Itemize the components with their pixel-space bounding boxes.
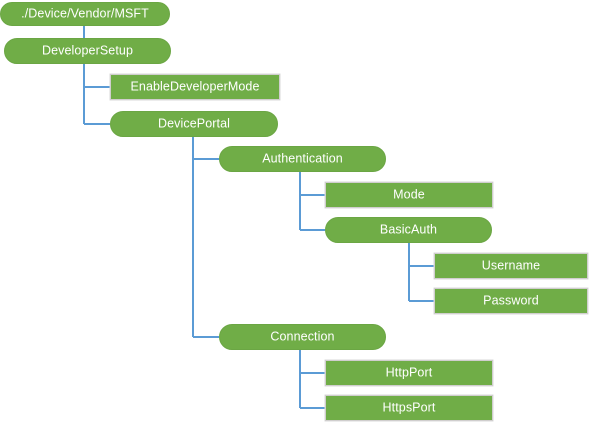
node-connection[interactable]: Connection bbox=[219, 324, 386, 350]
node-label: Username bbox=[481, 258, 541, 273]
node-label: EnableDeveloperMode bbox=[130, 79, 260, 94]
node-auth[interactable]: Authentication bbox=[219, 146, 386, 172]
edge-devsetup-to-enabledev bbox=[83, 64, 110, 88]
node-root[interactable]: ./Device/Vendor/MSFT bbox=[0, 2, 170, 26]
node-deviceportal[interactable]: DevicePortal bbox=[110, 111, 278, 137]
node-label: DevicePortal bbox=[157, 116, 231, 131]
node-mode[interactable]: Mode bbox=[325, 182, 493, 208]
node-label: HttpPort bbox=[385, 365, 433, 380]
edge-basicauth-to-username bbox=[408, 243, 434, 267]
node-basicauth[interactable]: BasicAuth bbox=[325, 217, 492, 243]
edge-connection-to-httpsport bbox=[299, 350, 325, 409]
node-username[interactable]: Username bbox=[434, 253, 588, 279]
node-label: Mode bbox=[393, 187, 425, 202]
edge-deviceportal-to-auth bbox=[192, 137, 219, 160]
node-devsetup[interactable]: DeveloperSetup bbox=[4, 38, 171, 64]
edge-deviceportal-to-connection bbox=[192, 137, 219, 338]
edge-devsetup-to-deviceportal bbox=[83, 64, 110, 125]
node-label: BasicAuth bbox=[379, 222, 438, 237]
node-label: DeveloperSetup bbox=[41, 43, 134, 58]
node-label: Password bbox=[483, 293, 539, 308]
node-label: Authentication bbox=[262, 151, 343, 166]
edge-basicauth-to-password bbox=[408, 243, 434, 302]
edge-auth-to-mode bbox=[299, 172, 325, 196]
node-enabledev[interactable]: EnableDeveloperMode bbox=[110, 74, 280, 100]
node-httpport[interactable]: HttpPort bbox=[325, 360, 493, 386]
edge-auth-to-basicauth bbox=[299, 172, 325, 231]
node-label: HttpsPort bbox=[382, 400, 436, 415]
node-httpsport[interactable]: HttpsPort bbox=[325, 395, 493, 421]
node-label: Connection bbox=[270, 329, 335, 344]
edge-connection-to-httpport bbox=[299, 350, 325, 374]
node-label: ./Device/Vendor/MSFT bbox=[21, 6, 149, 21]
node-password[interactable]: Password bbox=[434, 288, 588, 314]
